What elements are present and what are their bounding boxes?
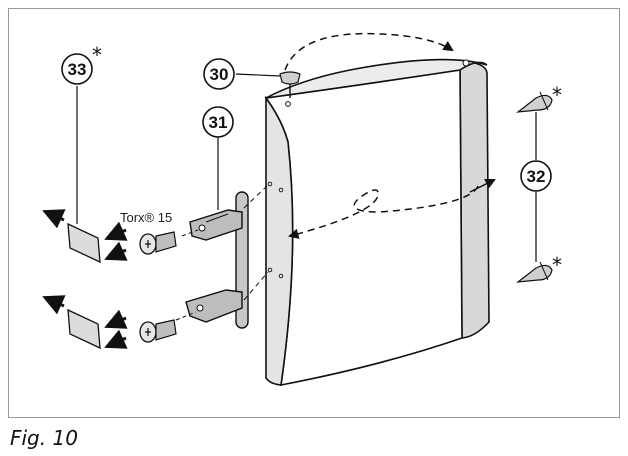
- svg-text:*: *: [92, 43, 102, 67]
- plug-30: [279, 71, 301, 98]
- door-handle: [175, 184, 269, 329]
- rotation-arrow-top: [284, 32, 454, 71]
- svg-text:31: 31: [209, 113, 228, 132]
- door-panel: [264, 58, 490, 386]
- torx-screw-lower: [139, 319, 177, 343]
- torx-label: Torx® 15: [120, 210, 172, 225]
- svg-text:30: 30: [210, 65, 229, 84]
- asterisk-pin-lower: *: [552, 253, 562, 277]
- hinge-cover-lower: [67, 308, 101, 350]
- torx-screw-upper: [139, 231, 177, 255]
- door-reversal-diagram: 33 * 30 31 32 * * Torx® 15: [42, 32, 562, 386]
- callout-30: 30: [203, 58, 235, 90]
- callout-33: 33 *: [61, 43, 102, 85]
- hinge-cover-upper: [67, 222, 101, 264]
- svg-text:33: 33: [68, 60, 87, 79]
- callout-32: 32: [520, 160, 552, 192]
- callout-31: 31: [202, 106, 234, 138]
- pin-lower: [515, 261, 553, 283]
- svg-text:32: 32: [527, 167, 546, 186]
- removal-arrows: [42, 209, 128, 349]
- asterisk-pin-upper: *: [552, 83, 562, 107]
- figure-caption: Fig. 10: [10, 426, 78, 450]
- rotation-arrow-center: [287, 185, 479, 239]
- pin-upper: [515, 91, 553, 113]
